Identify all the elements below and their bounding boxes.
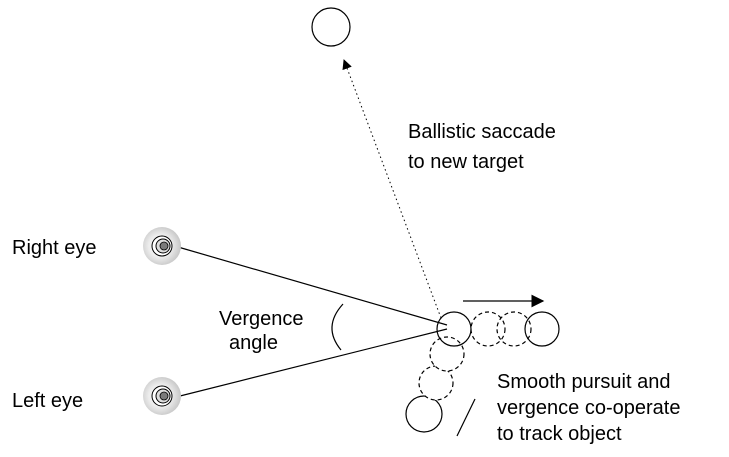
target-trail-circle <box>470 311 506 347</box>
vergence-angle-label: Vergence angle <box>219 307 304 355</box>
left-eye-icon <box>143 377 181 415</box>
vergence-angle-arc <box>331 303 344 351</box>
pursuit-pointer-line <box>456 398 476 437</box>
saccade-label: Ballistic saccade to new target <box>408 117 556 177</box>
vergence-angle-label-line: angle <box>229 332 278 354</box>
right-eye-sight-line <box>177 246 448 326</box>
saccade-label-line: Ballistic saccade <box>408 121 556 143</box>
target-trail-circle <box>405 395 443 433</box>
pursuit-label-line: to track object <box>497 423 622 445</box>
target-trail-circle <box>429 336 465 372</box>
pursuit-label-line: vergence co-operate <box>497 397 681 419</box>
target-trail-circle <box>496 311 532 347</box>
right-eye-label: Right eye <box>12 237 97 259</box>
right-eye-icon <box>143 227 181 265</box>
target-trail-circle <box>524 311 560 347</box>
pursuit-label: Smooth pursuit and vergence co-operate t… <box>497 369 680 447</box>
vergence-angle-label-line: Vergence <box>219 308 304 330</box>
saccade-arrow <box>342 59 442 319</box>
target-trail-circle <box>418 365 454 401</box>
saccade-label-line: to new target <box>408 151 524 173</box>
pursuit-label-line: Smooth pursuit and <box>497 371 671 393</box>
new-target-circle <box>311 7 351 47</box>
left-eye-sight-line <box>179 328 448 397</box>
left-eye-label: Left eye <box>12 390 84 412</box>
fixation-target-circle <box>436 311 472 347</box>
